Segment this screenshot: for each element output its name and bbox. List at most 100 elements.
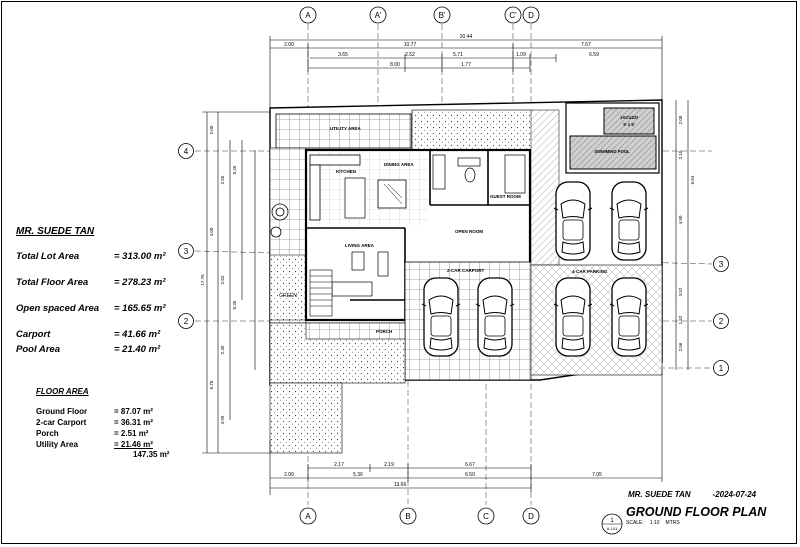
grid-bubble-top [369,6,387,24]
dim-left: 3.99 [220,415,225,424]
dim-bottom: 2.19 [384,462,394,468]
guest-bed [504,154,526,194]
room-label-green: GREEN [279,293,297,299]
summary-label: Total Lot Area [16,251,80,262]
scale-value: 1:10 [649,520,660,526]
stairs [309,269,333,317]
dim-top: 8.00 [390,62,400,68]
summary-row: Carport = 41.66 m² [16,327,206,342]
grid-bubble-bottom [299,507,317,525]
grid-label: D [528,11,534,20]
floor-area-title: FLOOR AREA [36,387,89,396]
dim-top: 1.77 [461,62,471,68]
summary-row: Total Floor Area = 278.23 m² [16,275,206,290]
island-counter [344,177,366,219]
dim-top: 5.71 [453,52,463,58]
floor-area-label: 2-car Carport [36,418,87,427]
floor-area-label: Porch [36,429,59,438]
open-space-top [411,109,533,151]
grid-label: 4 [184,147,189,156]
grid-label: A [305,512,311,521]
dim-top: 2.52 [405,52,415,58]
floor-area-value: = 21.46 m² [114,440,153,449]
dim-bottom: 7.05 [592,472,602,478]
dim-right: 6.64 [690,175,695,184]
dim-left: 2.55 [220,175,225,184]
grid-label: D [528,512,534,521]
dim-right: 2.56 [678,342,683,351]
grid-bubble-top [522,6,540,24]
room-label-open: OPEN ROOM [455,229,483,234]
floor-area-value: = 2.51 m² [114,429,149,438]
title-block: MR. SUEDE TAN -2024-07-24 GROUND FLOOR P… [594,490,794,535]
summary-row: Total Lot Area = 313.00 m² [16,249,206,264]
grid-bubble-top [299,6,317,24]
side-garden [530,109,560,266]
floor-area-row: Utility Area = 21.46 m² [36,439,206,450]
summary-value: = 21.40 m² [114,344,161,355]
grid-label: 1 [719,364,724,373]
grid-bubble-bottom [477,507,495,525]
sofa [331,281,373,297]
grid-bubble-bottom [399,507,417,525]
grid-bubble-bottom [522,507,540,525]
dim-right: 3.52 [678,287,683,296]
title-date: -2024-07-24 [712,490,757,499]
grid-label: B [405,512,410,521]
grid-bubble-top [433,6,451,24]
grid-label: 2 [719,317,724,326]
car-icon [553,277,593,357]
bottom-dimensions [269,370,663,495]
floor-area-value: = 87.07 m² [114,407,153,416]
section-stamp-icon: 1 A-101 [601,513,623,535]
room-label-jacuzzi-size: 5' x 5' [623,122,634,127]
floor-area-label: Ground Floor [36,407,88,416]
grid-bubble-left [178,243,194,259]
summary-label: Total Floor Area [16,277,89,288]
car-icon [609,277,649,357]
dim-bottom: 2.17 [334,462,344,468]
dim-bottom: 5.36 [353,472,363,478]
dim-right: 2.10 [678,150,683,159]
dim-left: 0.45 [232,165,237,174]
dim-top: 7.67 [581,42,591,48]
grid-label: C' [509,11,517,20]
grid-bubble-top [504,6,522,24]
dim-left: 17.76 [200,274,205,286]
room-label-utility: UTILITY AREA [330,126,362,131]
grid-bubble-left [178,143,194,159]
grid-label: 3 [184,247,189,256]
scale-label: SCALE: [626,520,644,526]
grid-label: C [483,512,489,521]
room-label-living: LIVING AREA [345,243,375,248]
dim-bottom: 2.00 [284,472,294,478]
top-dimensions [269,36,663,108]
grid-label: B' [439,11,446,20]
car-icon [609,181,649,261]
green-area [269,254,307,321]
floor-area-row: Porch = 2.51 m² [36,428,206,439]
room-label-parking: 4-CAR PARKING [572,269,608,274]
client-name: MR. SUEDE TAN [16,226,95,237]
dim-right: 1.52 [678,315,683,324]
dim-top-overall: 20.44 [460,34,473,40]
dim-left: 2.62 [220,275,225,284]
utility-area [275,113,412,149]
room-label-carport: 2-CAR CARPORT [447,268,485,273]
grid-bubble-right [713,313,729,329]
dim-left: 2.40 [220,345,225,354]
car-icon [475,277,515,357]
room-label-guest: GUEST ROOM [490,194,521,199]
grid-bubble-right [713,256,729,272]
grid-bubble-left [178,313,194,329]
floor-area-label: Utility Area [36,440,78,449]
dim-top: 1.09 [516,52,526,58]
grid-label: 2 [184,317,189,326]
grid-label: A [305,11,311,20]
summary-label: Carport [16,329,51,340]
summary-value: = 278.23 m² [114,277,166,288]
summary-label: Open spaced Area [16,303,100,314]
grid-label: 3 [719,260,724,269]
